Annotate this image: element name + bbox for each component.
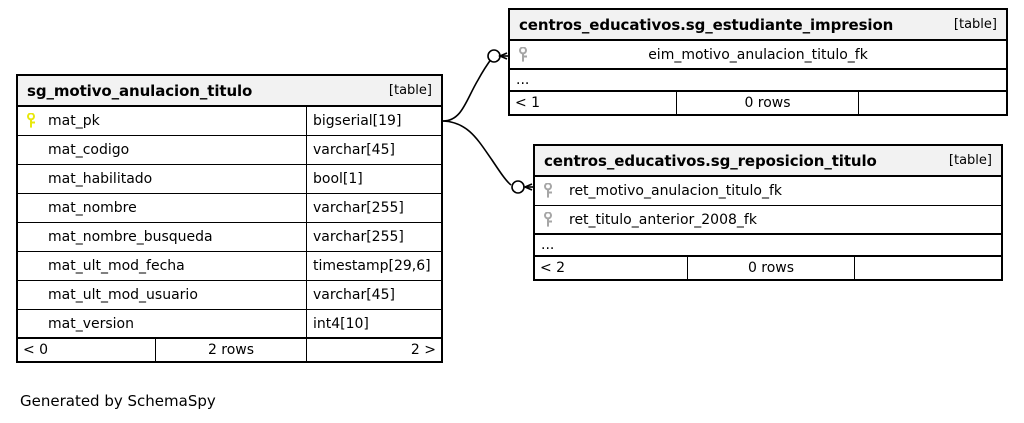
column-type: bigserial[19] xyxy=(306,107,441,135)
table-footer: < 2 0 rows xyxy=(535,257,1001,279)
column-name: mat_pk xyxy=(48,113,100,129)
table-footer: < 1 0 rows xyxy=(510,92,1006,114)
column-type: bool[1] xyxy=(306,165,441,193)
rel-main-to-estudiante-impresion xyxy=(442,49,508,122)
footer-row-count: 0 rows xyxy=(676,92,858,114)
column-name: mat_codigo xyxy=(48,142,130,158)
generated-by-caption: Generated by SchemaSpy xyxy=(20,392,216,410)
more-columns-indicator: ... xyxy=(510,70,1006,92)
key-icon-primary xyxy=(18,113,44,129)
table-name: centros_educativos.sg_estudiante_impresi… xyxy=(519,15,894,34)
column-name: mat_nombre xyxy=(48,200,137,216)
table-type-tag: [table] xyxy=(388,83,432,98)
table-row[interactable]: ret_motivo_anulacion_titulo_fk xyxy=(535,177,1001,206)
footer-prev-link[interactable]: < 0 xyxy=(23,342,49,358)
column-name: mat_ult_mod_fecha xyxy=(48,258,185,274)
table-row[interactable]: ret_titulo_anterior_2008_fk xyxy=(535,206,1001,235)
table-row[interactable]: mat_pk bigserial[19] xyxy=(18,107,441,136)
column-name: ret_motivo_anulacion_titulo_fk xyxy=(569,183,783,199)
more-columns-indicator: ... xyxy=(535,235,1001,257)
table-title-bar: centros_educativos.sg_reposicion_titulo … xyxy=(535,146,1001,177)
table-sg-estudiante-impresion[interactable]: centros_educativos.sg_estudiante_impresi… xyxy=(508,8,1008,116)
key-icon-foreign xyxy=(535,183,561,199)
column-type: timestamp[29,6] xyxy=(306,252,441,280)
table-sg-motivo-anulacion-titulo[interactable]: sg_motivo_anulacion_titulo [table] mat_p… xyxy=(16,74,443,363)
column-name: eim_motivo_anulacion_titulo_fk xyxy=(648,46,868,63)
column-type: varchar[255] xyxy=(306,223,441,251)
column-name: mat_habilitado xyxy=(48,171,153,187)
column-name: mat_version xyxy=(48,315,134,332)
table-title-bar: centros_educativos.sg_estudiante_impresi… xyxy=(510,10,1006,41)
column-type: varchar[45] xyxy=(306,136,441,164)
column-type: varchar[255] xyxy=(306,194,441,222)
footer-next-link[interactable]: 2 > xyxy=(306,339,441,361)
cardinality-zero-circle xyxy=(511,180,525,194)
footer-prev-link[interactable]: < 1 xyxy=(515,95,541,111)
table-row[interactable]: mat_nombre_busqueda varchar[255] xyxy=(18,223,441,252)
footer-row-count: 0 rows xyxy=(687,257,854,279)
footer-row-count: 2 rows xyxy=(155,339,306,361)
column-name: ret_titulo_anterior_2008_fk xyxy=(569,211,757,228)
table-row[interactable]: mat_ult_mod_usuario varchar[45] xyxy=(18,281,441,310)
footer-next-link[interactable] xyxy=(854,257,1001,279)
table-name: sg_motivo_anulacion_titulo xyxy=(27,81,253,100)
footer-prev-link[interactable]: < 2 xyxy=(540,260,566,276)
column-type: varchar[45] xyxy=(306,281,441,309)
table-sg-reposicion-titulo[interactable]: centros_educativos.sg_reposicion_titulo … xyxy=(533,144,1003,281)
column-name: mat_ult_mod_usuario xyxy=(48,287,198,303)
table-type-tag: [table] xyxy=(953,17,997,32)
rel-main-to-reposicion-titulo xyxy=(442,120,533,194)
column-type: int4[10] xyxy=(306,310,441,337)
key-icon-foreign xyxy=(535,211,561,228)
table-row[interactable]: eim_motivo_anulacion_titulo_fk xyxy=(510,41,1006,70)
table-row[interactable]: mat_version int4[10] xyxy=(18,310,441,339)
table-footer: < 0 2 rows 2 > xyxy=(18,339,441,361)
footer-next-link[interactable] xyxy=(858,92,1006,114)
table-title-bar: sg_motivo_anulacion_titulo [table] xyxy=(18,76,441,107)
cardinality-zero-circle xyxy=(487,49,501,63)
table-type-tag: [table] xyxy=(948,153,992,168)
table-row[interactable]: mat_habilitado bool[1] xyxy=(18,165,441,194)
table-name: centros_educativos.sg_reposicion_titulo xyxy=(544,151,877,170)
column-name: mat_nombre_busqueda xyxy=(48,229,213,245)
key-icon-foreign xyxy=(510,46,536,63)
table-row[interactable]: mat_ult_mod_fecha timestamp[29,6] xyxy=(18,252,441,281)
table-row[interactable]: mat_nombre varchar[255] xyxy=(18,194,441,223)
table-row[interactable]: mat_codigo varchar[45] xyxy=(18,136,441,165)
